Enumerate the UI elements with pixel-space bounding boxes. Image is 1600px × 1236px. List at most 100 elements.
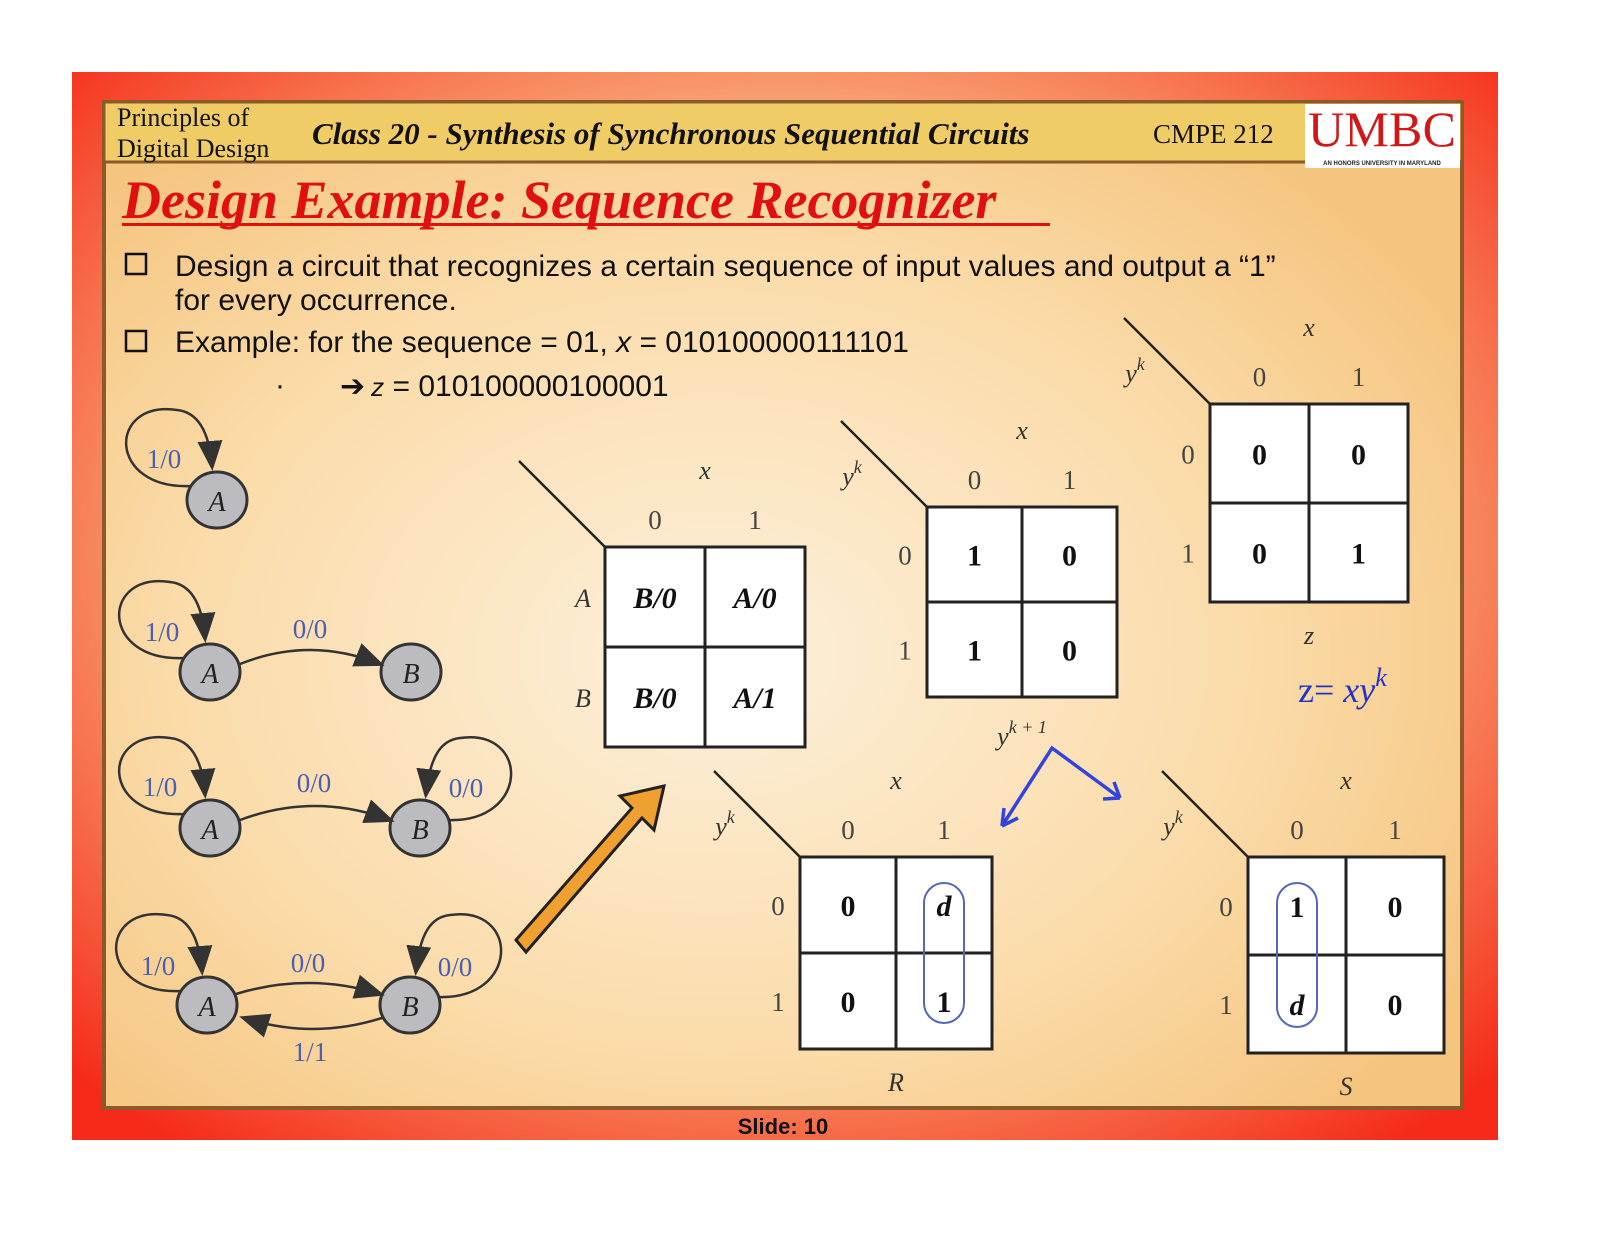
kmap-cell: 1 (967, 635, 982, 668)
course-name-line1: Principles of (117, 103, 249, 132)
kmap-row-label: A (573, 584, 591, 613)
self-loop-arrow (406, 913, 503, 999)
kmap-col-label: 1 (1352, 362, 1366, 392)
kmap-cell: 0 (1062, 540, 1077, 573)
kmap-caption: yk + 1 (994, 717, 1047, 751)
kmap-var-x: x (698, 456, 711, 485)
kmap-cell: 1 (967, 540, 982, 573)
kmap-row-label: 0 (898, 541, 912, 571)
transition-label: 0/0 (438, 952, 473, 982)
state-label: B (411, 815, 428, 846)
transition-label: 1/0 (143, 772, 178, 802)
course-name-line2: Digital Design (117, 134, 269, 163)
kmap-diagonal (1123, 317, 1211, 405)
kmap-var-x: x (1302, 313, 1315, 342)
arrow-right-icon: ➔ (340, 370, 365, 403)
kmap-var-x: x (1015, 416, 1028, 445)
kmap-cell: 0 (1062, 635, 1077, 668)
transition-label: 1/0 (141, 951, 176, 981)
self-loop-arrow (115, 913, 213, 993)
kmap-cell: 0 (1388, 891, 1403, 924)
state-label: A (206, 487, 226, 518)
state-circle (378, 975, 442, 1035)
state-circle (178, 798, 242, 858)
transition-label: 0/0 (449, 773, 484, 803)
kmap-grouping-loop (1276, 882, 1318, 1028)
kmap-row-label: 0 (1219, 892, 1233, 922)
result-line: ➔z = 010100000100001 (340, 370, 669, 403)
kmap-row-label: 1 (1219, 990, 1233, 1020)
class-title: Class 20 - Synthesis of Synchronous Sequ… (312, 116, 1029, 151)
kmap-row-label: 1 (898, 636, 912, 666)
kmap-row-label: 0 (771, 891, 785, 921)
state-node: B (379, 642, 443, 702)
z-equation: z= xyk (1298, 663, 1387, 710)
checkbox-bullet-icon (124, 252, 148, 276)
sub-bullet-dot: · (275, 369, 285, 402)
bullet-2: Example: for the sequence = 01, x = 0101… (175, 326, 909, 359)
kmap-cell: 1 (1351, 538, 1366, 571)
slide-title: Design Example: Sequence Recognizer (121, 170, 997, 230)
transition-label: 0/0 (297, 768, 332, 798)
transition-arrow (235, 974, 385, 999)
kmap-row-label: 0 (1181, 440, 1195, 470)
slide-number: Slide: 10 (738, 1114, 828, 1139)
kmap-col-label: 0 (968, 465, 982, 495)
kmap-cell: 1 (1290, 891, 1305, 924)
bullet-1-line-1: Design a circuit that recognizes a certa… (175, 250, 1276, 283)
state-node: B (388, 798, 452, 858)
state-circle (185, 470, 249, 530)
kmap-cell: d (1290, 989, 1306, 1022)
kmap-var-y: yk (712, 807, 736, 841)
kmap-col-label: 1 (937, 815, 951, 845)
blue-split-arrow-icon (1000, 745, 1122, 827)
kmap-cell: A/0 (731, 582, 776, 615)
kmap-diagonal (840, 420, 928, 508)
state-node: A (178, 798, 242, 858)
logo-background (1305, 104, 1460, 168)
checkbox-bullet-icon (124, 329, 148, 353)
kmap-col-label: 0 (841, 815, 855, 845)
kmap-col-label: 0 (1290, 815, 1304, 845)
kmap-var-y: yk (1122, 354, 1146, 388)
self-loop-arrow (118, 736, 216, 816)
state-node: A (178, 642, 242, 702)
kmap-var-x: x (1339, 766, 1352, 795)
transition-arrow (239, 1013, 383, 1038)
kmap-cell: 0 (1252, 439, 1267, 472)
kmap-var-x: x (889, 766, 902, 795)
kmap-cell: 0 (841, 986, 856, 1019)
kmap-col-label: 0 (648, 505, 662, 535)
header-band (102, 100, 1464, 164)
kmap-cell: B/0 (632, 582, 676, 615)
kmap-row-label: B (575, 684, 591, 713)
state-circle (388, 798, 452, 858)
state-node: A (185, 470, 249, 530)
bullet-1-line-2: for every occurrence. (175, 284, 457, 317)
umbc-logo: UMBC AN HONORS UNIVERSITY IN MARYLAND (1305, 101, 1460, 168)
kmap-cell: 0 (1351, 439, 1366, 472)
kmap-row-label: 1 (771, 987, 785, 1017)
logo-text: UMBC (1308, 101, 1456, 157)
state-circle (178, 642, 242, 702)
kmap-cell: 0 (841, 890, 856, 923)
self-loop-arrow (118, 580, 216, 660)
transition-arrow (239, 799, 395, 823)
transition-label: 0/0 (293, 614, 328, 644)
kmap-caption: S (1340, 1072, 1353, 1101)
state-circle (175, 975, 239, 1035)
state-circle (379, 642, 443, 702)
kmap-col-label: 0 (1253, 362, 1267, 392)
kmap-col-label: 1 (1388, 815, 1402, 845)
kmap-diagonal (1161, 770, 1249, 858)
kmap-caption: R (887, 1068, 904, 1097)
kmap-diagonal (713, 770, 801, 858)
